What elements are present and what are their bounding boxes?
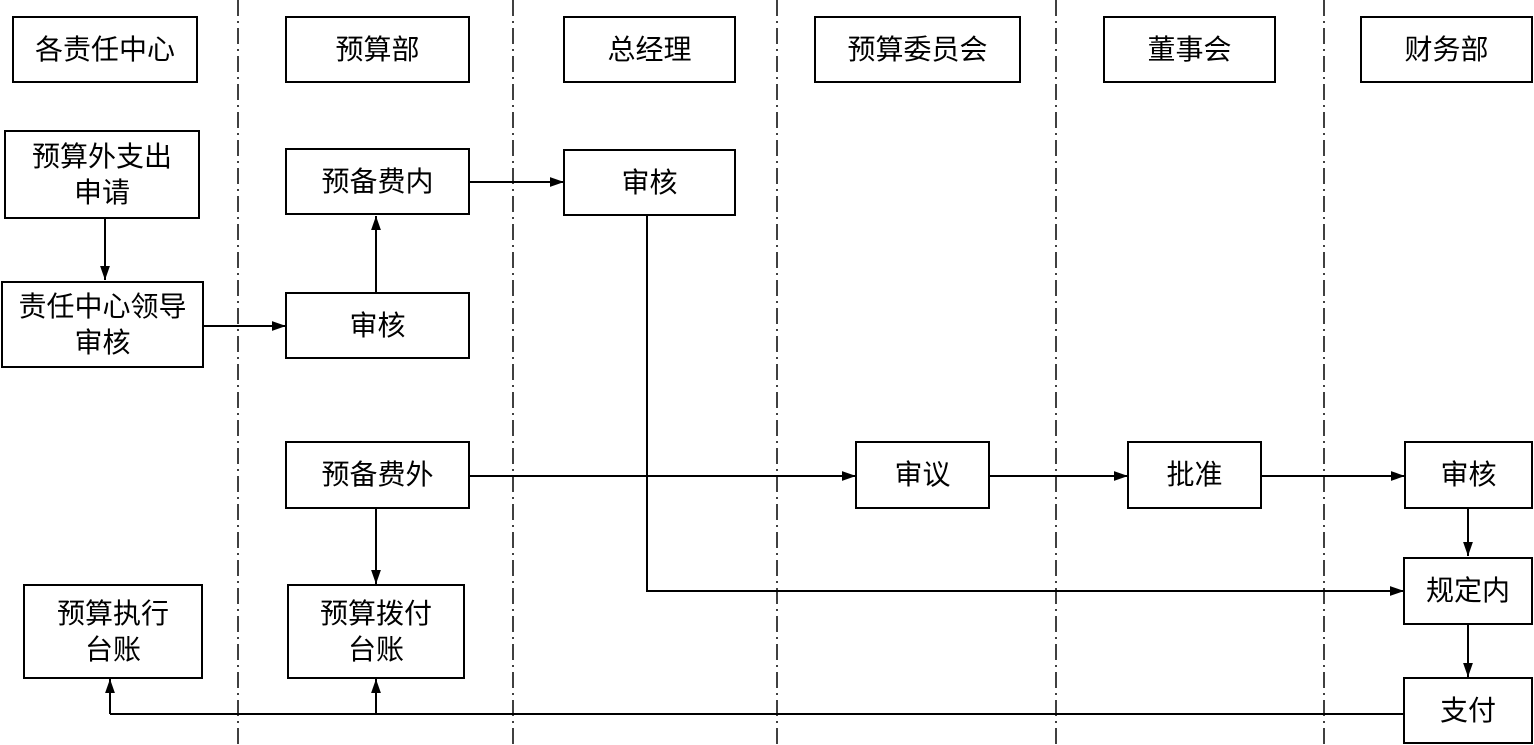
lane-dividers [237,0,1325,745]
node-alloc-ledger: 预算拨付 台账 [287,584,465,679]
node-within-rules: 规定内 [1403,557,1533,625]
node-apply: 预算外支出 申请 [4,130,200,219]
lane-header-gm: 总经理 [563,16,736,83]
node-fin-review: 审核 [1404,441,1533,509]
node-within-reserve: 预备费内 [285,148,470,215]
lane-header-finance: 财务部 [1360,16,1533,83]
lane-header-budget: 预算部 [285,16,470,83]
node-pay: 支付 [1403,677,1533,744]
node-beyond-reserve: 预备费外 [285,441,470,509]
lane-header-centers: 各责任中心 [12,16,198,83]
node-center-review: 责任中心领导 审核 [1,281,204,368]
node-gm-review: 审核 [563,149,736,216]
node-exec-ledger: 预算执行 台账 [23,584,203,679]
node-approve: 批准 [1127,441,1262,509]
node-deliberate: 审议 [855,441,990,509]
lane-header-committee: 预算委员会 [814,16,1021,83]
edge-gm-review-to-within-rules [646,216,1404,596]
lane-header-board: 董事会 [1103,16,1276,83]
node-budget-review: 审核 [285,292,470,359]
